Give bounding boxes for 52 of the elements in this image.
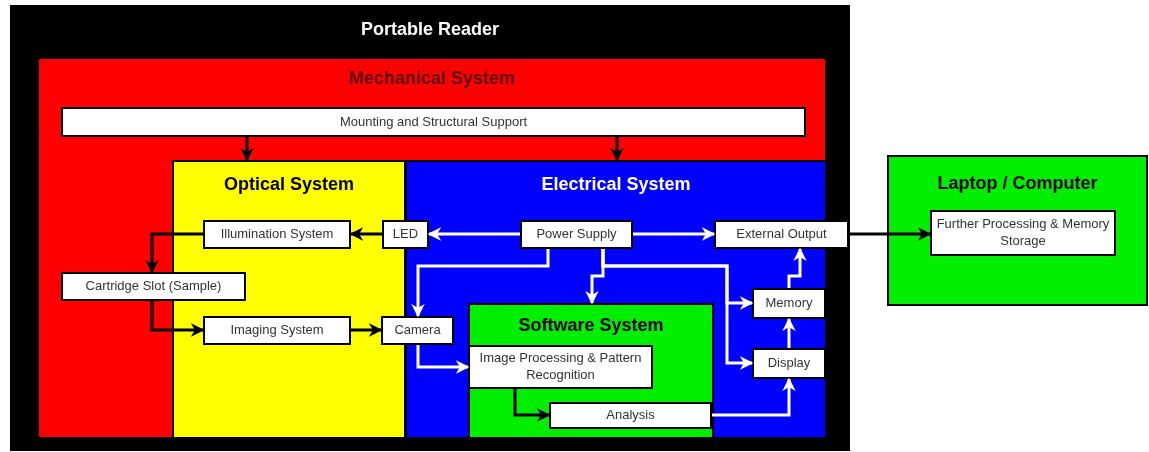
box-label: Mounting and Structural Support xyxy=(339,113,528,131)
box-label: Analysis xyxy=(606,407,655,424)
arrow xyxy=(416,345,470,374)
box-label: External Output xyxy=(736,226,827,243)
arrow xyxy=(787,247,807,288)
system-panel xyxy=(37,57,827,439)
process-box xyxy=(203,220,351,249)
box-label: Memory xyxy=(765,295,813,312)
process-box xyxy=(61,272,246,301)
panel-heading: Software System xyxy=(517,315,665,336)
arrow xyxy=(782,317,796,348)
arrow xyxy=(349,227,382,241)
process-box xyxy=(520,220,633,249)
process-box xyxy=(549,402,712,429)
process-box xyxy=(930,210,1116,256)
box-label: LED xyxy=(392,226,419,243)
arrow xyxy=(240,137,254,162)
panel-heading: Optical System xyxy=(222,174,356,195)
arrow xyxy=(150,301,205,337)
box-label: Further Processing & Memory Storage xyxy=(935,216,1111,250)
process-box xyxy=(382,220,429,249)
arrow xyxy=(610,137,624,162)
process-box xyxy=(381,316,454,345)
arrow xyxy=(351,323,383,337)
box-label: Camera xyxy=(394,322,441,339)
arrow xyxy=(712,377,796,417)
panel-heading: Electrical System xyxy=(540,174,692,195)
process-box xyxy=(752,348,826,379)
panel-heading: Laptop / Computer xyxy=(936,173,1099,194)
arrow xyxy=(601,249,754,370)
process-box xyxy=(714,220,849,249)
panel-heading: Mechanical System xyxy=(347,68,517,89)
arrow xyxy=(145,232,203,274)
box-label: Display xyxy=(767,355,811,372)
arrow xyxy=(633,227,716,241)
arrow xyxy=(513,389,551,422)
box-label: Image Processing & Pattern Recognition xyxy=(478,350,643,384)
arrow xyxy=(427,227,520,241)
box-label: Power Supply xyxy=(536,226,617,243)
process-box xyxy=(752,288,826,319)
arrow xyxy=(849,227,932,241)
process-box xyxy=(468,345,653,389)
box-label: Illumination System xyxy=(220,226,334,243)
process-box xyxy=(203,316,351,345)
system-panel xyxy=(468,303,714,439)
system-panel xyxy=(10,5,850,451)
process-box xyxy=(61,107,806,137)
box-label: Cartridge Slot (Sample) xyxy=(85,278,222,295)
system-panel xyxy=(887,155,1148,306)
arrow xyxy=(411,249,550,318)
panel-heading: Portable Reader xyxy=(359,19,501,40)
box-label: Imaging System xyxy=(230,322,324,339)
